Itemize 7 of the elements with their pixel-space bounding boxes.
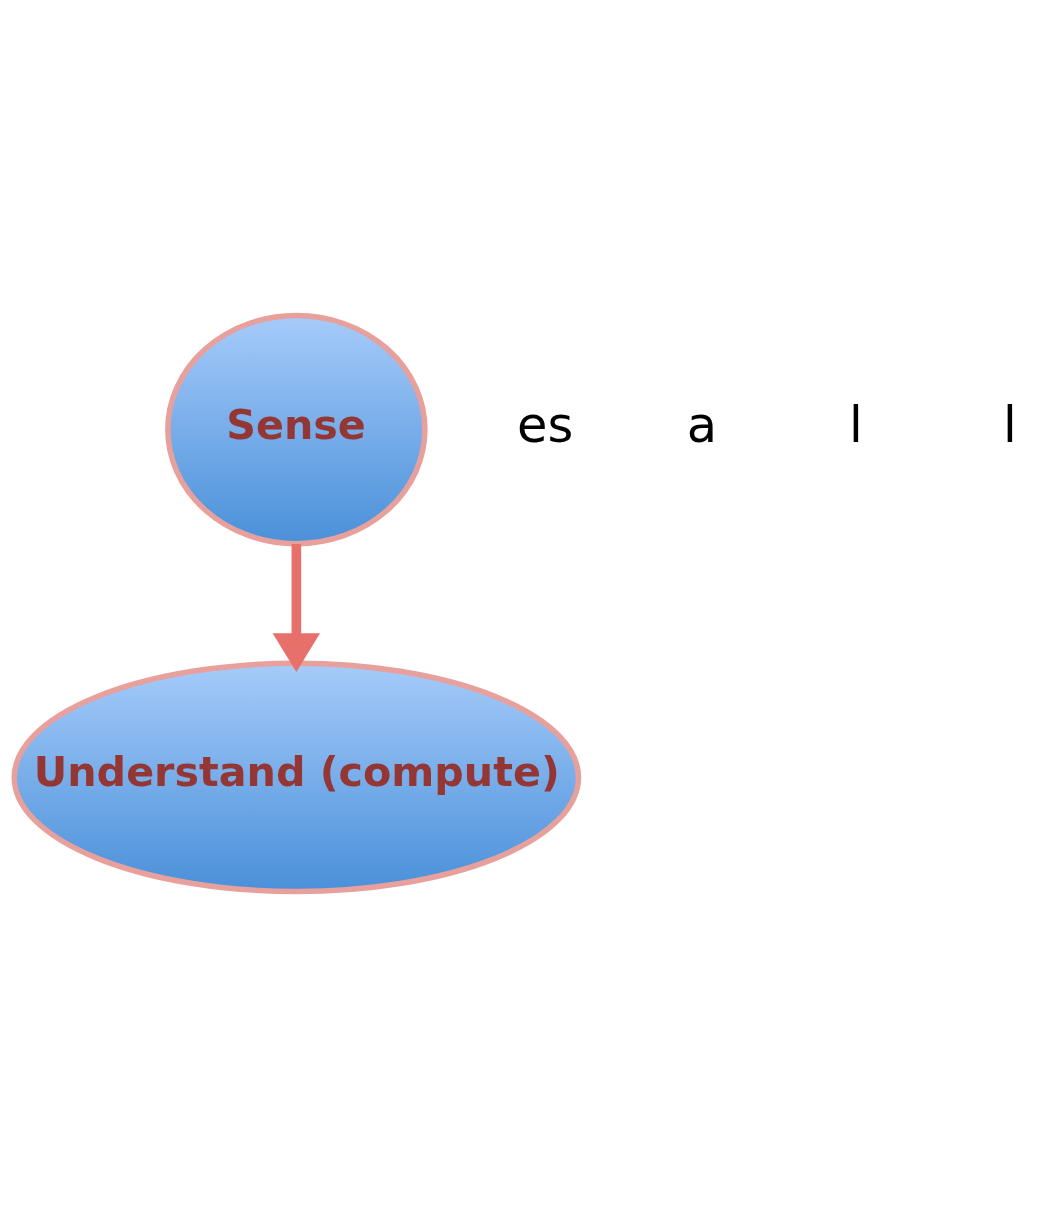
node-ellipse: Sense: [165, 312, 428, 547]
arrow: [272, 543, 321, 672]
label: l: [848, 395, 863, 454]
label: a: [686, 395, 718, 454]
node-ellipse: Understand (compute): [11, 660, 582, 895]
label: l: [1002, 395, 1017, 454]
label: es: [517, 395, 574, 454]
